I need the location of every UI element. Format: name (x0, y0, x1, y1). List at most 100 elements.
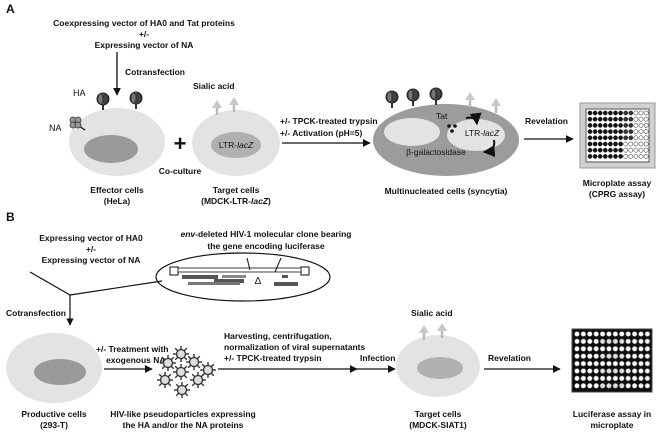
microplate-well (623, 154, 629, 159)
microplate-well (613, 123, 618, 128)
microplate-well (638, 147, 644, 153)
b-vector-line1: Expressing vector of HA0 (39, 233, 143, 243)
microplate-well (644, 368, 651, 374)
microplate-well (644, 338, 651, 345)
microplate-well (625, 375, 631, 382)
b-harvest-line1: Harvesting, centrifugation, (224, 331, 332, 341)
microplate-well (643, 123, 649, 128)
microplate-well (574, 331, 580, 337)
microplate-well (606, 338, 612, 345)
b-infection-label: Infection (360, 353, 395, 363)
microplate-well (631, 346, 638, 352)
microplate-well (638, 368, 644, 374)
microplate-well (625, 353, 631, 359)
microplate-well (619, 368, 625, 374)
microplate-well (638, 353, 644, 359)
microplate-well (593, 338, 599, 345)
microplate-well (587, 147, 593, 153)
tat-dots (447, 124, 457, 133)
microplate-well (592, 141, 598, 147)
microplate-well (631, 353, 638, 359)
microplate-well (587, 110, 593, 116)
microplate-well (631, 383, 638, 389)
effector-cell (69, 108, 165, 176)
microplate-well (631, 338, 638, 345)
microplate-well (587, 360, 593, 367)
ha-spike-icon (129, 91, 143, 110)
microplate-well (623, 110, 629, 116)
microplate-well (612, 353, 619, 359)
ha-spike-icon (385, 90, 399, 109)
microplate-well (574, 338, 580, 345)
microplate-well (597, 123, 603, 128)
microplate-well (606, 331, 612, 337)
microplate-well (606, 360, 612, 367)
microplate-well (599, 338, 606, 345)
microplate-well (638, 154, 644, 159)
a-trypsin-label: +/- TPCK-treated trypsin (280, 116, 378, 126)
microplate-well (580, 346, 587, 352)
microplate-well (574, 383, 580, 389)
microplate-well (606, 383, 612, 389)
microplate-well (580, 338, 587, 345)
microplate-well (633, 141, 639, 147)
microplate-well (608, 135, 613, 141)
microplate-well (608, 129, 613, 134)
microplate-well (587, 383, 593, 389)
luciferase-sub: microplate (591, 420, 634, 430)
microplate-sub: (CPRG assay) (589, 189, 645, 199)
coculture-label: Co-culture (159, 166, 202, 176)
microplate-well (633, 129, 639, 134)
microplate-well (644, 346, 651, 352)
microplate-well (608, 123, 613, 128)
a-vector-line2: +/- (139, 29, 149, 39)
sialic-acid-icon (489, 96, 503, 115)
microplate-well (638, 338, 644, 345)
microplate-well (628, 116, 634, 122)
microplate-well (644, 383, 651, 389)
microplate-well (602, 147, 608, 153)
microplate-well (593, 353, 599, 359)
ha-label: HA (73, 88, 86, 98)
microplate-well (618, 135, 623, 141)
microplate-well (593, 375, 599, 382)
microplate-well (644, 360, 651, 367)
a-vector-line3: Expressing vector of NA (95, 40, 194, 50)
microplate-well (633, 154, 639, 159)
microplate-well (633, 116, 639, 122)
curved-arrow-icon (482, 139, 496, 158)
pseudoparticles-label: HIV-like pseudoparticles expressing (110, 409, 256, 419)
microplate-well (633, 135, 639, 141)
microplate-well (618, 154, 623, 159)
pseudoparticle-icon (159, 354, 177, 372)
pseudoparticles-sub: the HA and/or the NA proteins (123, 420, 244, 430)
microplate-well (587, 135, 593, 141)
microplate-well (592, 135, 598, 141)
b-target-cells-sub: (MDCK-SIAT1) (409, 420, 467, 430)
microplate-well (587, 129, 593, 134)
b-treatment-line1: +/- Treatment with (96, 344, 169, 354)
pseudoparticle-icon (156, 371, 174, 389)
sialic-acid-icon (463, 90, 477, 109)
microplate-well (592, 154, 598, 159)
microplate-well (612, 383, 619, 389)
microplate-well (628, 141, 634, 147)
microplate-well (638, 141, 644, 147)
ha-spike-icon (429, 87, 443, 106)
sialic-acid-icon (227, 95, 241, 114)
b-harvest-line2: normalization of viral supernatants (224, 342, 365, 352)
microplate-well (643, 135, 649, 141)
microplate-well (580, 353, 587, 359)
microplate-well (608, 116, 613, 122)
ltr-lacz-label: LTR-lacZ (219, 140, 254, 150)
microplate-well (625, 368, 631, 374)
curved-arrow-icon (465, 112, 482, 126)
microplate-well (628, 110, 634, 116)
microplate-well (612, 375, 619, 382)
microplate-well (597, 147, 603, 153)
microplate-well (643, 141, 649, 147)
effector-cells-label: Effector cells (90, 185, 144, 195)
microplate-well (631, 331, 638, 337)
microplate-well (587, 346, 593, 352)
